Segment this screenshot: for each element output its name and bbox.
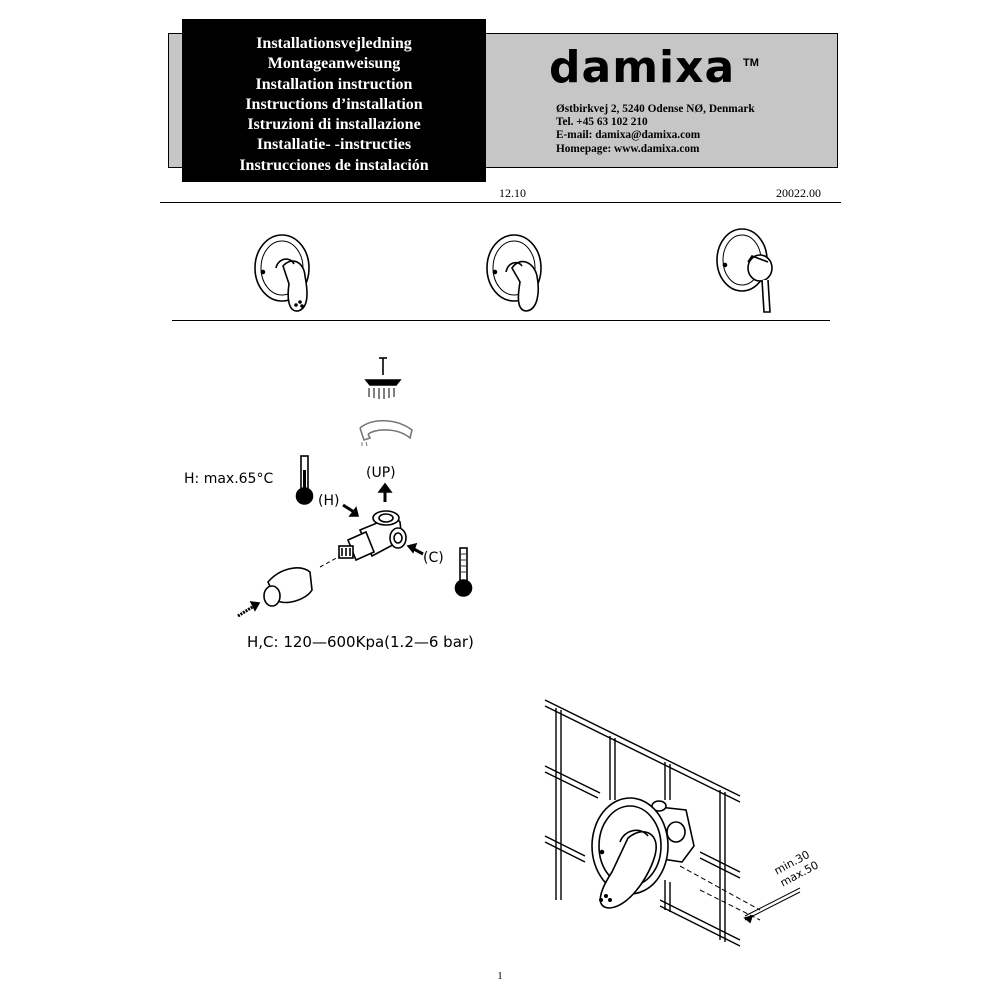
mixer-variant-1-icon [254, 234, 310, 312]
cold-inlet-arrow-icon [406, 542, 424, 556]
variants-rule [172, 320, 830, 321]
contact-homepage: Homepage: www.damixa.com [556, 142, 700, 155]
contact-block: Østbirkvej 2, 5240 Odense NØ, Denmark Te… [556, 103, 755, 156]
valve-body-icon [319, 510, 407, 568]
title-italian: Istruzioni di installazione [247, 116, 421, 134]
cold-thermometer-icon [454, 547, 473, 597]
insert-arrow-icon [237, 601, 261, 618]
valve-cap-icon [263, 567, 313, 607]
contact-phone: Tel. +45 63 102 210 [556, 116, 648, 129]
hot-thermometer-icon [295, 455, 314, 505]
hot-inlet-arrow-icon [342, 503, 360, 517]
overhead-shower-icon [364, 357, 402, 399]
title-spanish: Instrucciones de instalación [239, 156, 429, 174]
title-french: Instructions d’installation [245, 95, 423, 113]
title-english: Installation instruction [255, 75, 413, 93]
page-number: 1 [497, 970, 503, 982]
title-box: Installationsvejledning Montageanweisung… [182, 19, 486, 182]
title-dutch: Installatie- -instructies [256, 136, 412, 154]
title-german: Montageanweisung [267, 55, 401, 73]
doc-date: 12.10 [499, 186, 526, 200]
mixer-variant-2-icon [486, 234, 542, 312]
up-arrow-icon [377, 482, 393, 502]
title-danish: Installationsvejledning [256, 35, 412, 52]
brand-logo: damixa [549, 42, 736, 93]
mixer-variant-3-icon [716, 228, 773, 313]
pressure-label: H,C: 120—600Kpa(1.2—6 bar) [247, 633, 474, 651]
trademark-mark: TM [743, 57, 759, 69]
contact-email: E-mail: damixa@damixa.com [556, 129, 701, 142]
contact-address: Østbirkvej 2, 5240 Odense NØ, Denmark [556, 103, 755, 115]
hot-max-temp-label: H: max.65°C [184, 471, 274, 487]
up-label: (UP) [366, 465, 396, 481]
header-rule [160, 202, 841, 203]
cold-inlet-label: (C) [423, 550, 444, 566]
doc-number: 20022.00 [776, 186, 821, 200]
hot-inlet-label: (H) [318, 493, 340, 509]
installed-mixer-icon [591, 797, 801, 924]
hand-shower-icon [359, 419, 413, 447]
wall-tile-grid [544, 699, 741, 947]
